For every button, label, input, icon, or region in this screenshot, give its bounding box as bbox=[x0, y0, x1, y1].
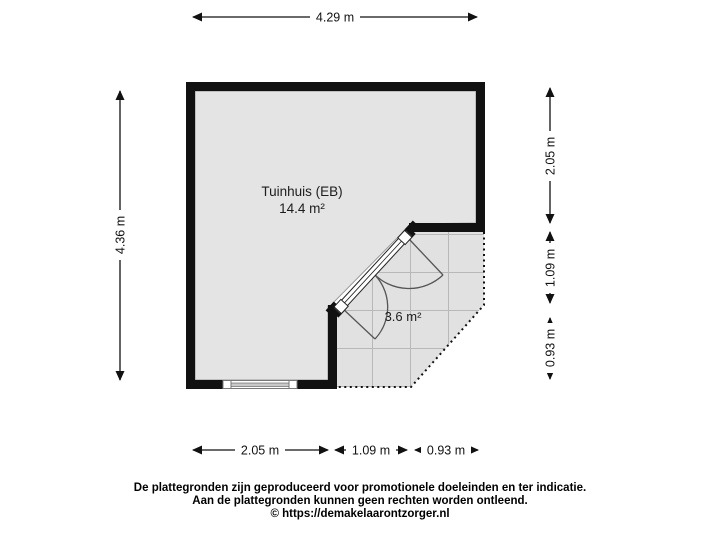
door-leaf-upper bbox=[408, 238, 444, 276]
footer-line-2: Aan de plattegronden kunnen geen rechten… bbox=[192, 495, 528, 507]
door-hinge-upper bbox=[397, 229, 413, 246]
wall-left bbox=[186, 82, 195, 389]
dimension-top-label: 4.29 m bbox=[316, 11, 354, 25]
footer-line-1: De plattegronden zijn geproduceerd voor … bbox=[133, 482, 587, 494]
dimension-bottom-1: 2.05 m bbox=[192, 441, 329, 459]
dimension-left-label: 4.36 m bbox=[114, 216, 128, 254]
dimension-bottom-2-label: 1.09 m bbox=[352, 444, 390, 458]
dimension-right-2: 1.09 m bbox=[541, 231, 559, 304]
door-swing-arc-lower bbox=[372, 272, 389, 340]
wall-porch-left bbox=[328, 305, 337, 389]
dimension-top: 4.29 m bbox=[192, 8, 478, 26]
wall-top bbox=[186, 82, 485, 91]
porch-open-edge bbox=[337, 232, 485, 388]
main-room-name: Tuinhuis (EB) bbox=[261, 184, 342, 199]
dimension-bottom-2: 1.09 m bbox=[334, 441, 408, 459]
dimension-bottom-3-label: 0.93 m bbox=[427, 444, 465, 458]
dimension-right-1: 2.05 m bbox=[541, 87, 559, 224]
dimension-right-1-label: 2.05 m bbox=[544, 137, 558, 175]
window bbox=[222, 380, 298, 389]
main-room-area: 14.4 m² bbox=[279, 201, 325, 216]
door-hinge-lower bbox=[333, 298, 349, 315]
porch-area: 3.6 m² bbox=[385, 309, 423, 324]
wall-porch-top bbox=[409, 223, 485, 232]
door-swing-arc-upper bbox=[372, 272, 444, 290]
footer-disclaimer: De plattegronden zijn geproduceerd voor … bbox=[0, 482, 720, 521]
dimension-left: 4.36 m bbox=[111, 90, 129, 381]
dimension-right-3: 0.93 m bbox=[541, 317, 559, 380]
door-leaf-lower bbox=[340, 306, 376, 340]
dimension-bottom-1-label: 2.05 m bbox=[241, 444, 279, 458]
footer-line-3: © https://demakelaarontzorger.nl bbox=[270, 508, 450, 520]
dimension-right-2-label: 1.09 m bbox=[544, 249, 558, 287]
dimension-bottom-3: 0.93 m bbox=[414, 441, 479, 459]
door-swing-arcs bbox=[340, 238, 444, 340]
dimension-right-3-label: 0.93 m bbox=[544, 329, 558, 367]
wall-right bbox=[476, 82, 485, 232]
double-door bbox=[330, 226, 416, 318]
